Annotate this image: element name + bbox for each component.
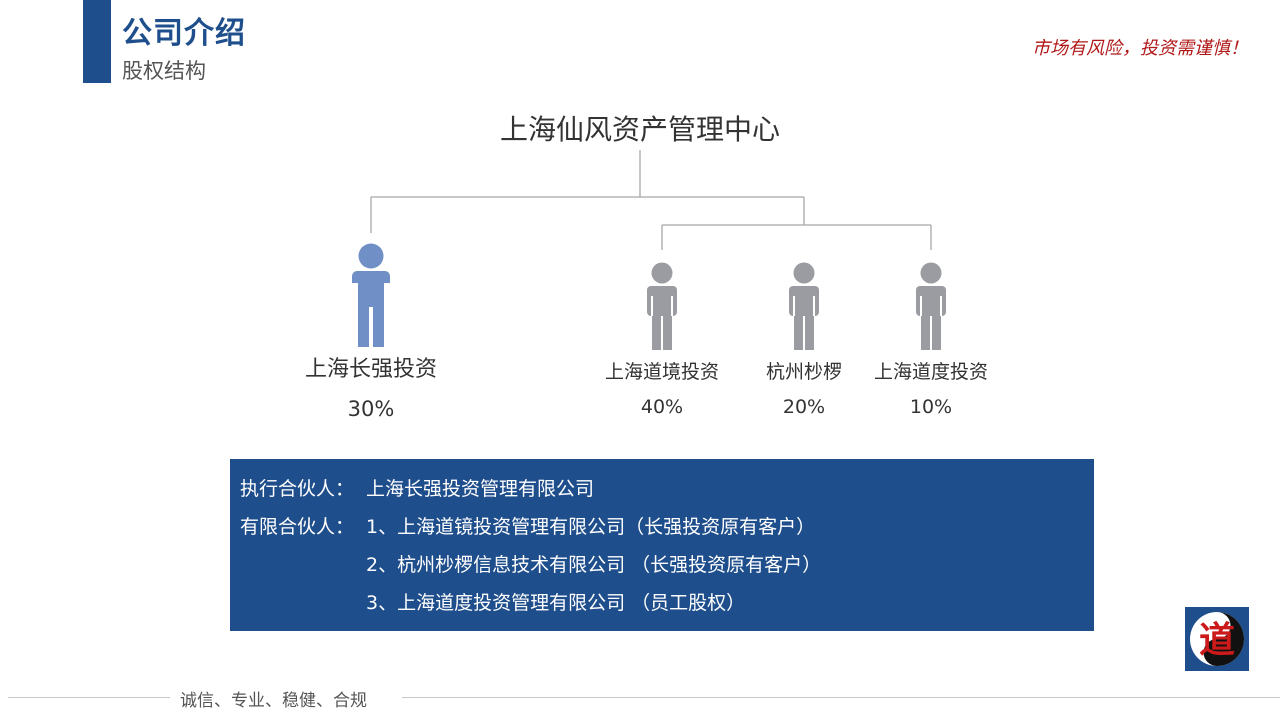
company-logo: 道 (1185, 607, 1249, 671)
person-icon (789, 262, 819, 350)
partner-name: 杭州杪椤 (765, 361, 842, 383)
gp-value: 上海长强投资管理有限公司 (366, 478, 595, 500)
partner-name: 上海长强投资 (304, 357, 437, 382)
header-accent-bar (83, 0, 111, 83)
risk-notice: 市场有风险，投资需谨慎！ (1032, 38, 1248, 59)
page-title: 公司介绍 (122, 16, 246, 51)
partner-percent: 10% (909, 396, 953, 418)
lp-item: 3、上海道度投资管理有限公司 （员工股权） (366, 592, 746, 614)
lp-item: 1、上海道镜投资管理有限公司（长强投资原有客户） (366, 516, 816, 538)
footer-divider-right (402, 697, 1280, 698)
page-subtitle: 股权结构 (122, 59, 206, 83)
root-entity-name: 上海仙风资产管理中心 (499, 113, 780, 146)
partner-percent: 40% (640, 396, 684, 418)
footer-divider-left (8, 697, 170, 698)
person-icon (352, 243, 390, 347)
partner-name: 上海道境投资 (604, 361, 719, 383)
logo-glyph: 道 (1199, 620, 1235, 661)
footer-motto: 诚信、专业、稳健、合规 (180, 691, 367, 711)
person-icon (916, 262, 946, 350)
gp-line: 执行合伙人： 上海长强投资管理有限公司 (240, 474, 594, 501)
gp-label: 执行合伙人： (240, 478, 355, 500)
partner-percent: 20% (782, 396, 826, 418)
partner-percent: 30% (347, 397, 395, 421)
lp-line: 有限合伙人： 1、上海道镜投资管理有限公司（长强投资原有客户） (240, 512, 815, 539)
partner-name: 上海道度投资 (873, 361, 988, 383)
lp-label: 有限合伙人： (240, 516, 355, 538)
person-icon (647, 262, 677, 350)
lp-item: 2、杭州杪椤信息技术有限公司 （长强投资原有客户） (366, 554, 822, 576)
partnership-info-box: 执行合伙人： 上海长强投资管理有限公司 有限合伙人： 1、上海道镜投资管理有限公司（… (230, 459, 1094, 631)
